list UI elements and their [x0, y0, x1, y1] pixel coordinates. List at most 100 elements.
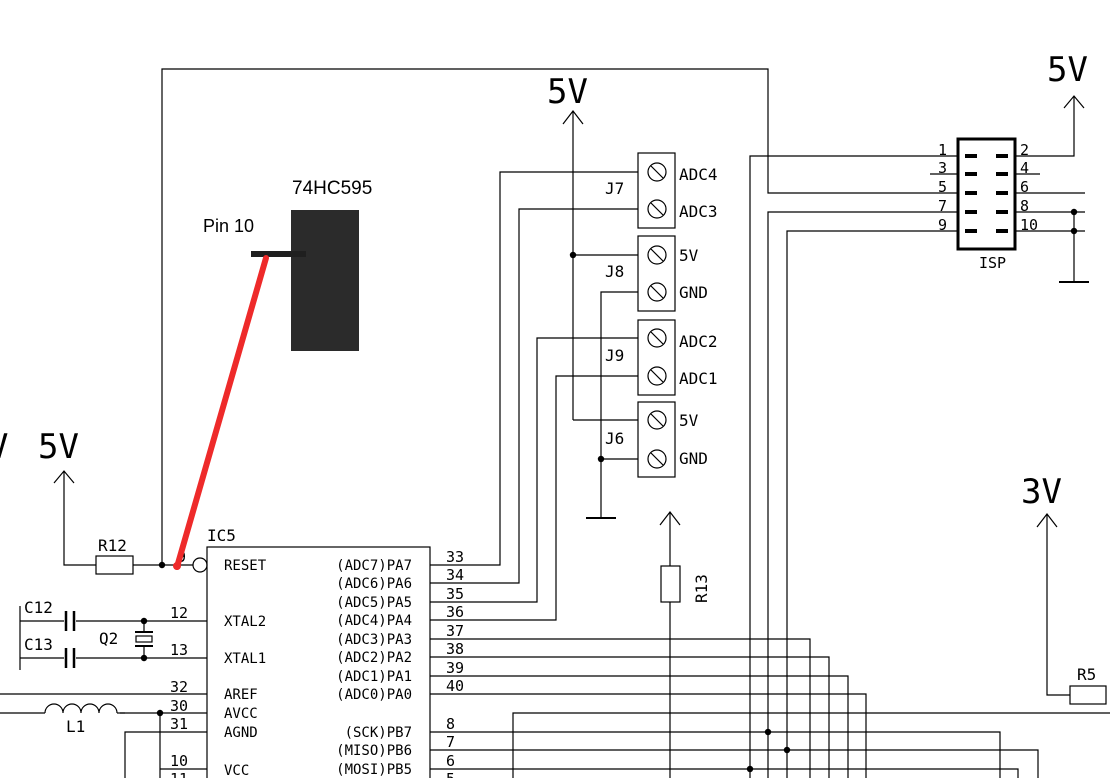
svg-text:(ADC6)PA6: (ADC6)PA6	[336, 576, 412, 592]
crystal-q2	[135, 621, 153, 658]
svg-text:(SCK)PB7: (SCK)PB7	[345, 725, 412, 741]
svg-text:36: 36	[446, 603, 464, 621]
svg-text:4: 4	[1020, 159, 1029, 177]
ic5-right-pin-names: (ADC7)PA7 (ADC6)PA6 (ADC5)PA5 (ADC4)PA4 …	[336, 558, 412, 778]
svg-text:(ADC7)PA7: (ADC7)PA7	[336, 558, 412, 574]
reset-inversion-bubble	[192, 557, 208, 573]
svg-text:8: 8	[1020, 197, 1029, 215]
svg-text:AGND: AGND	[224, 725, 258, 741]
svg-text:J6: J6	[605, 429, 624, 448]
svg-text:ADC3: ADC3	[679, 202, 718, 221]
svg-text:J8: J8	[605, 262, 624, 281]
svg-text:5V: 5V	[679, 411, 699, 430]
svg-text:10: 10	[1020, 216, 1038, 234]
svg-text:34: 34	[446, 566, 464, 584]
svg-text:33: 33	[446, 548, 464, 566]
svg-text:7: 7	[938, 197, 947, 215]
ground-bus-wire	[600, 291, 638, 518]
svg-text:C13: C13	[24, 635, 53, 654]
ic5-right-pin-numbers: 33 34 35 36 37 38 39 40 8 7 6 5	[446, 548, 464, 778]
svg-text:(ADC0)PA0: (ADC0)PA0	[336, 687, 412, 703]
ic5-ref: IC5	[207, 526, 236, 545]
chip-74hc595-label: 74HC595	[292, 178, 372, 199]
svg-text:(MISO)PB6: (MISO)PB6	[336, 743, 412, 759]
svg-text:39: 39	[446, 659, 464, 677]
power-5v-top-center: 5V	[547, 72, 588, 112]
svg-text:13: 13	[170, 641, 188, 659]
svg-text:31: 31	[170, 715, 188, 733]
ic5-left-pin-names: RESET XTAL2 XTAL1 AREF AVCC AGND VCC	[224, 558, 267, 778]
svg-text:R12: R12	[98, 536, 127, 555]
power-3v: 3V	[1021, 472, 1062, 512]
svg-text:C12: C12	[24, 598, 53, 617]
svg-text:1: 1	[938, 141, 947, 159]
ic5-body	[206, 546, 431, 778]
resistor-r13	[660, 565, 681, 603]
junction-dot	[597, 455, 605, 463]
svg-text:GND: GND	[679, 283, 708, 302]
svg-text:(ADC2)PA2: (ADC2)PA2	[336, 650, 412, 666]
resistor-r5	[1069, 685, 1107, 705]
svg-text:R5: R5	[1077, 665, 1096, 684]
svg-text:ADC2: ADC2	[679, 332, 718, 351]
red-jumper-wire	[174, 255, 269, 570]
svg-text:R13: R13	[692, 574, 711, 603]
connector-j7: J7 ADC4 ADC3	[605, 152, 718, 229]
svg-text:8: 8	[446, 715, 455, 733]
svg-text:(ADC4)PA4: (ADC4)PA4	[336, 613, 412, 629]
svg-text:(ADC3)PA3: (ADC3)PA3	[336, 632, 412, 648]
svg-text:(MOSI)PB5: (MOSI)PB5	[336, 762, 412, 778]
svg-text:5: 5	[446, 770, 455, 778]
svg-text:37: 37	[446, 622, 464, 640]
svg-text:7: 7	[446, 733, 455, 751]
connector-j6: J6 5V GND	[605, 401, 708, 478]
svg-text:ISP: ISP	[979, 254, 1006, 272]
svg-text:12: 12	[170, 604, 188, 622]
svg-text:32: 32	[170, 678, 188, 696]
capacitor-c12	[64, 611, 76, 631]
junction-dot	[569, 251, 577, 259]
svg-text:10: 10	[170, 752, 188, 770]
svg-text:6: 6	[1020, 178, 1029, 196]
svg-text:J9: J9	[605, 346, 624, 365]
svg-text:L1: L1	[66, 717, 85, 736]
svg-text:Q2: Q2	[99, 629, 118, 648]
isp-header: 1 3 5 7 9 2 4 6 8 10 ISP	[938, 137, 1038, 272]
svg-text:11: 11	[170, 770, 188, 778]
svg-text:ADC1: ADC1	[679, 369, 718, 388]
svg-text:XTAL2: XTAL2	[224, 614, 266, 630]
svg-text:2: 2	[1020, 141, 1029, 159]
svg-text:6: 6	[446, 752, 455, 770]
svg-text:5V: 5V	[679, 246, 699, 265]
svg-text:30: 30	[170, 697, 188, 715]
svg-text:RESET: RESET	[224, 558, 267, 574]
connector-j9: J9 ADC2 ADC1	[605, 319, 718, 396]
svg-text:40: 40	[446, 677, 464, 695]
red-wire-endpoint	[173, 562, 181, 570]
svg-text:J7: J7	[605, 179, 624, 198]
svg-text:3: 3	[938, 159, 947, 177]
svg-text:VCC: VCC	[224, 763, 249, 778]
power-5v-left: 5V	[38, 427, 79, 467]
resistor-r12	[95, 555, 134, 575]
svg-text:XTAL1: XTAL1	[224, 651, 266, 667]
svg-text:AREF: AREF	[224, 687, 258, 703]
svg-text:(ADC5)PA5: (ADC5)PA5	[336, 595, 412, 611]
svg-text:35: 35	[446, 585, 464, 603]
connector-j8: J8 5V GND	[605, 235, 708, 312]
svg-text:9: 9	[938, 216, 947, 234]
svg-text:GND: GND	[679, 449, 708, 468]
svg-text:ADC4: ADC4	[679, 165, 718, 184]
svg-text:38: 38	[446, 640, 464, 658]
svg-text:AVCC: AVCC	[224, 706, 258, 722]
ic5-left-pin-numbers: 9 12 13 32 30 31 10 11	[170, 548, 188, 778]
pin-10-label: Pin 10	[203, 216, 254, 236]
svg-text:5: 5	[938, 178, 947, 196]
svg-text:(ADC1)PA1: (ADC1)PA1	[336, 669, 412, 685]
power-5v-top-right: 5V	[1047, 50, 1088, 90]
reset-net-wire	[161, 68, 957, 565]
capacitor-c13	[64, 648, 76, 668]
power-5v-left-cut: V	[0, 427, 8, 467]
chip-74hc595-overlay	[291, 210, 359, 351]
